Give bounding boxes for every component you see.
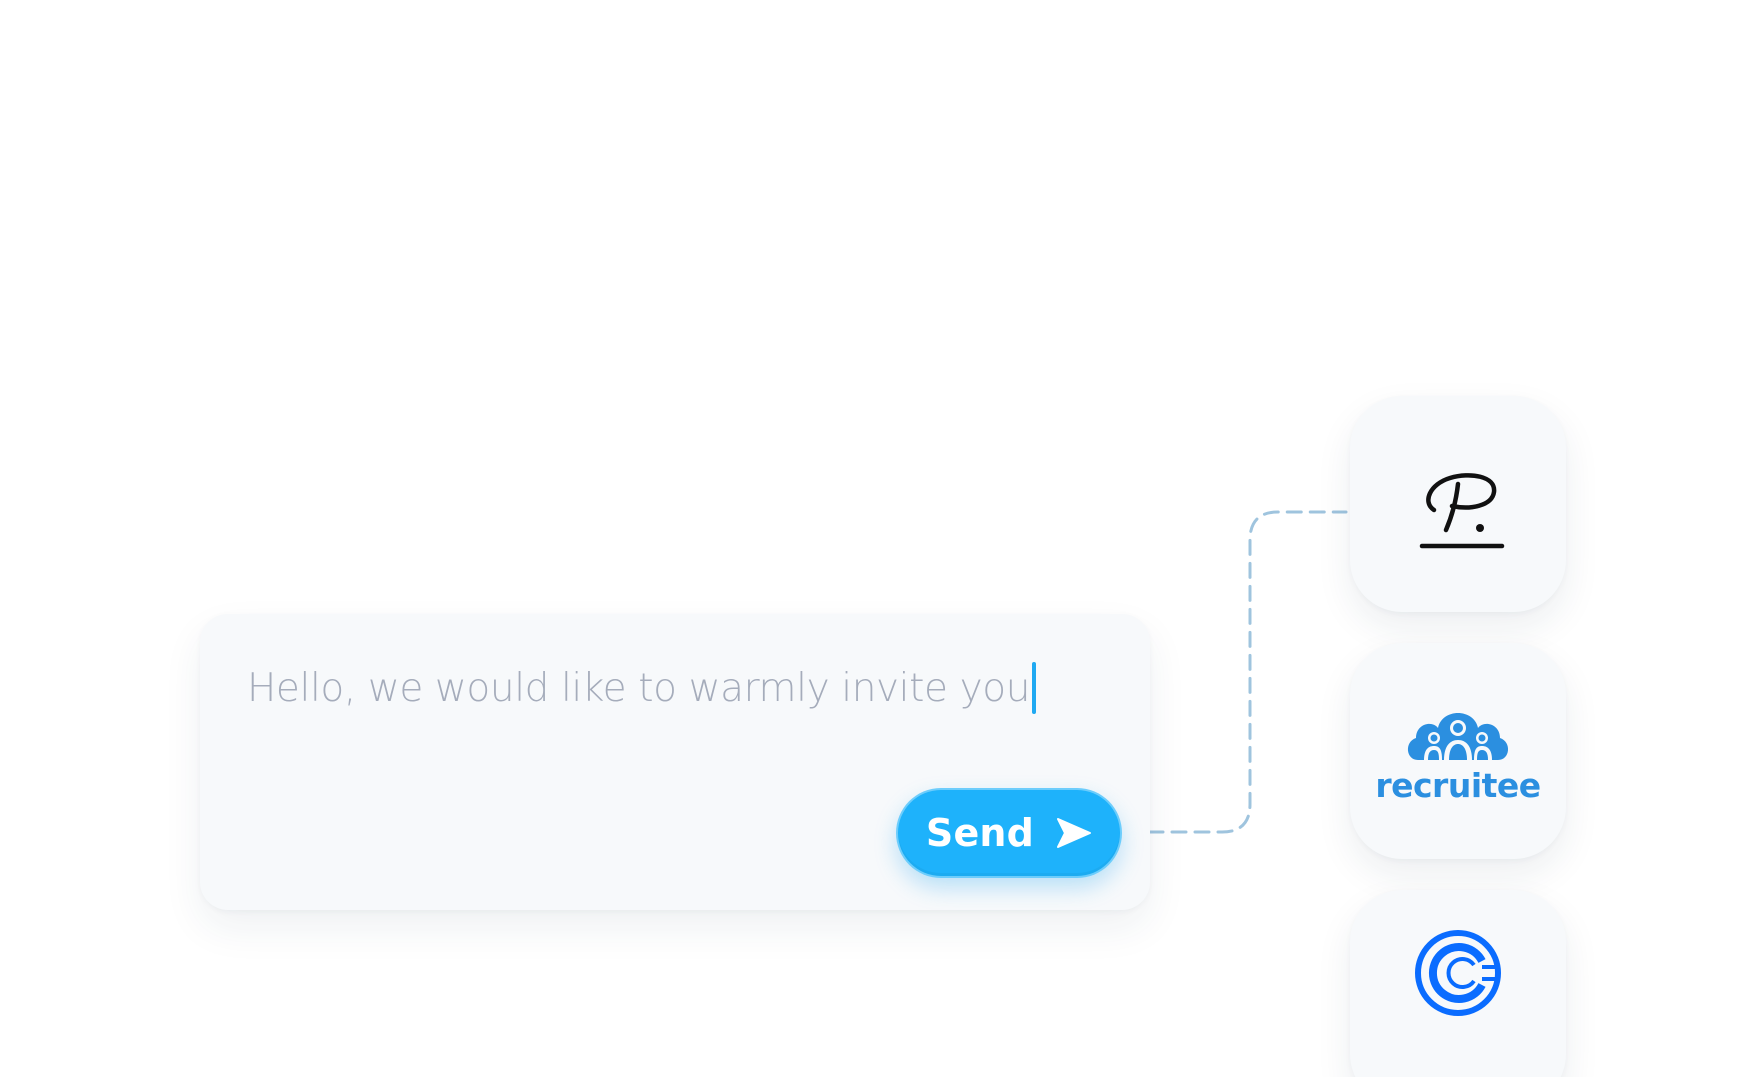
- recruitee-people-icon: [1407, 712, 1509, 760]
- message-text: Hello, we would like to warmly invite yo…: [247, 665, 1031, 711]
- recruitee-logo: recruitee: [1375, 698, 1541, 805]
- calendly-logo-icon: [1415, 930, 1501, 1016]
- send-arrow-icon: [1057, 818, 1092, 848]
- send-button-label: Send: [925, 811, 1035, 855]
- signature-p-logo-icon: [1419, 473, 1505, 549]
- text-caret: [1032, 662, 1037, 714]
- integration-tile-recruitee[interactable]: recruitee: [1350, 643, 1566, 859]
- send-button[interactable]: Send: [896, 788, 1122, 878]
- message-composer: Hello, we would like to warmly invite yo…: [200, 614, 1150, 910]
- integration-tile-signature[interactable]: [1350, 396, 1566, 612]
- recruitee-wordmark: recruitee: [1375, 765, 1541, 805]
- message-input[interactable]: Hello, we would like to warmly invite yo…: [247, 660, 1037, 716]
- integration-tile-calendly[interactable]: [1350, 890, 1566, 1077]
